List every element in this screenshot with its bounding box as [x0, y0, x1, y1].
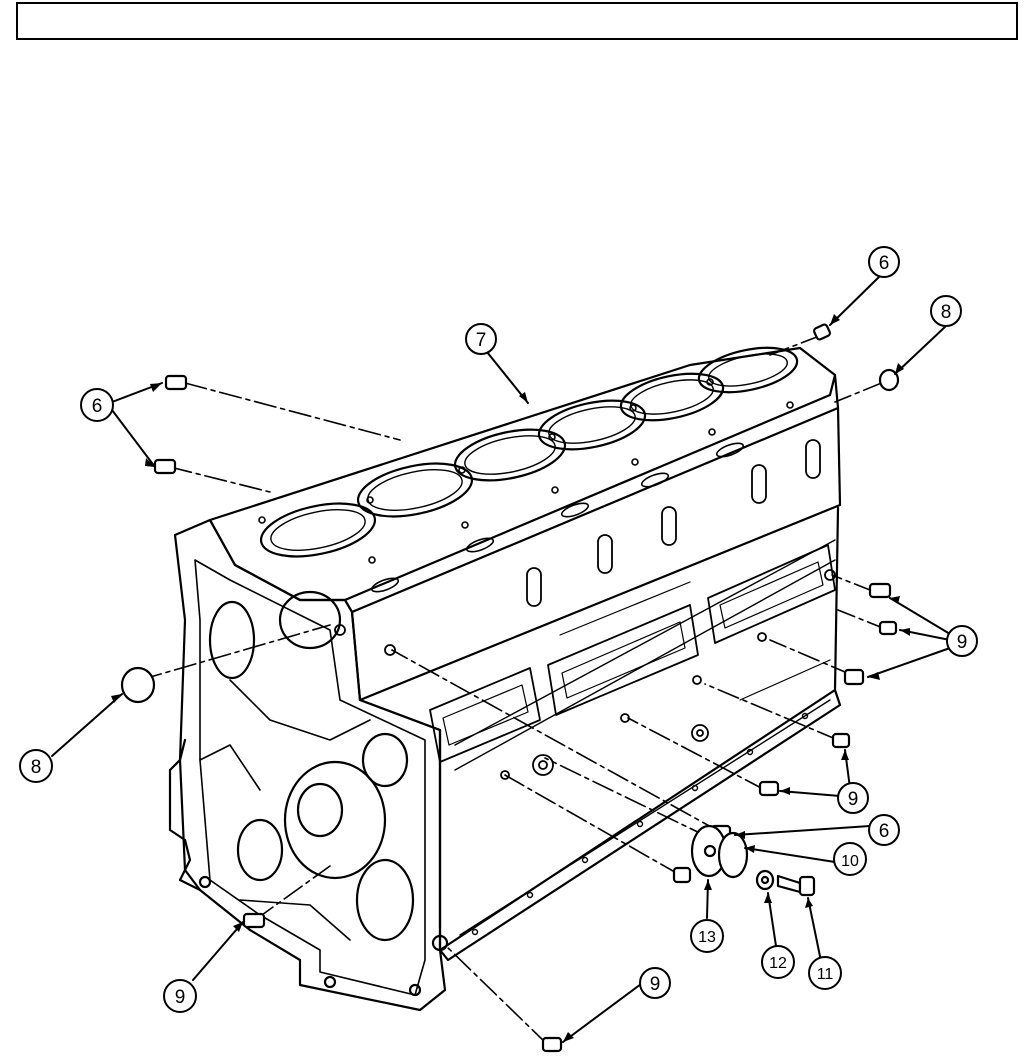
callout-7: 7: [476, 330, 487, 351]
callout-8-top-right: 8: [941, 302, 952, 323]
plug-part: [155, 324, 831, 838]
callout-13: 13: [698, 929, 716, 946]
callout-8-left: 8: [31, 757, 42, 778]
callout-9-bottom: 9: [650, 974, 661, 995]
callout-11: 11: [817, 966, 834, 983]
callout-9-bottom-left: 9: [175, 987, 186, 1008]
callout-6-lower: 6: [879, 821, 890, 842]
callout-6-left: 6: [92, 396, 103, 417]
callout-6-top-right: 6: [879, 253, 890, 274]
callout-10: 10: [841, 853, 859, 870]
callout-9-mid: 9: [848, 789, 859, 810]
callout-circles: [20, 247, 977, 1012]
callout-9-right: 9: [957, 632, 968, 653]
callout-12: 12: [769, 955, 787, 972]
